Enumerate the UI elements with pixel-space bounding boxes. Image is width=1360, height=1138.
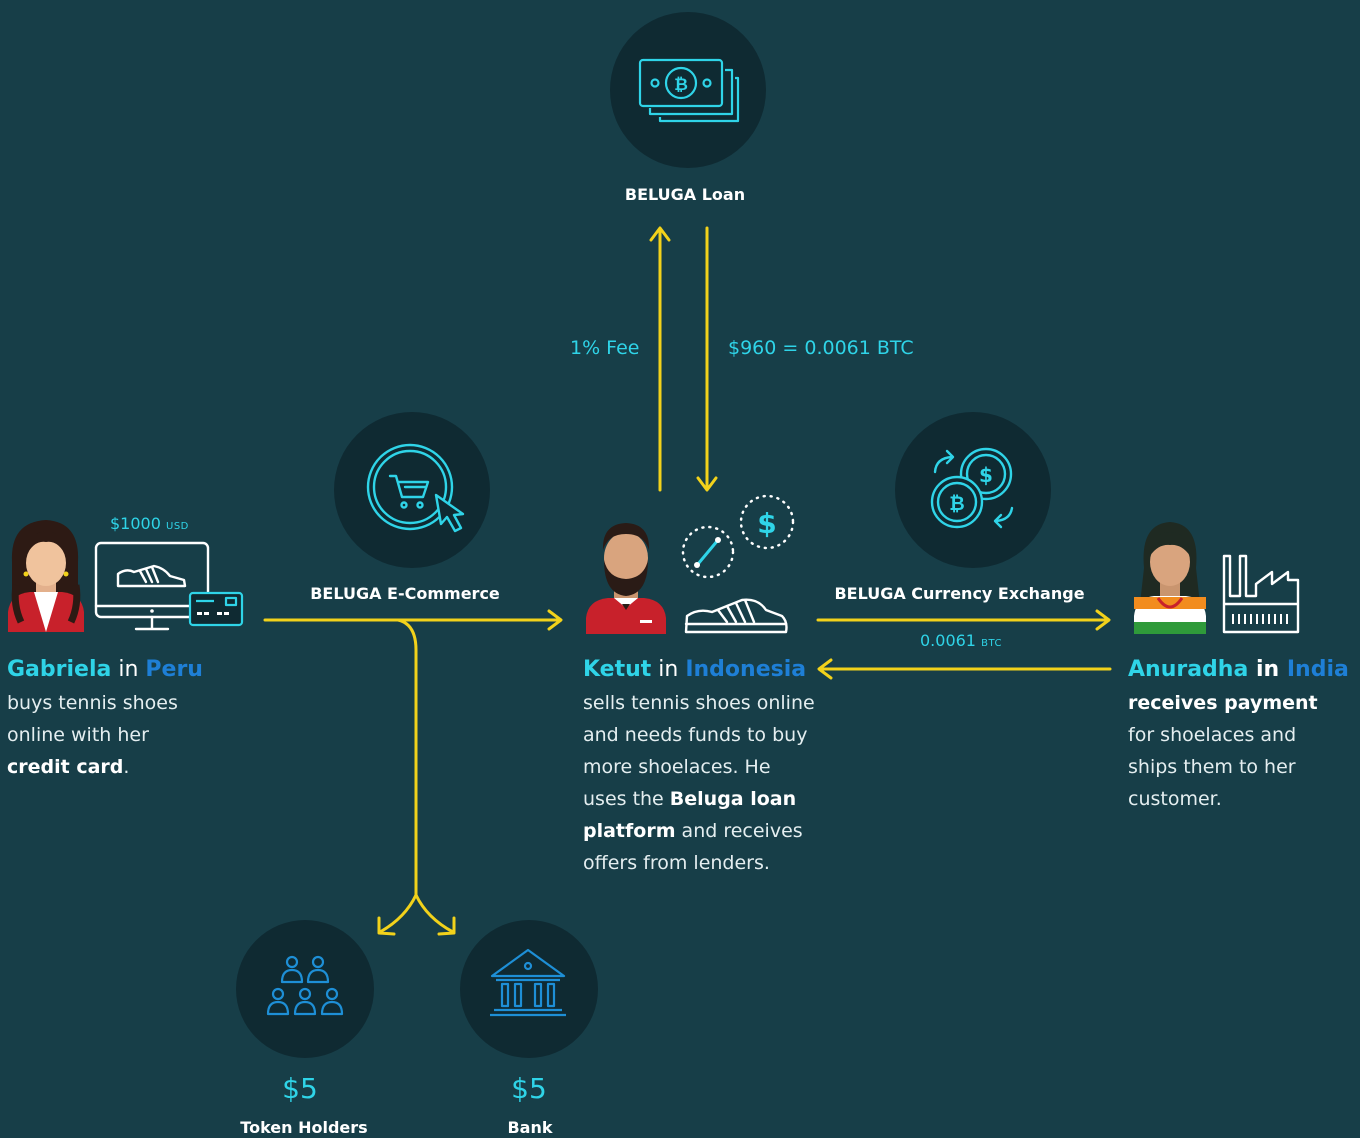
anuradha-name: Anuradha in India xyxy=(1128,657,1349,682)
arrow-token-holders-head xyxy=(377,916,396,936)
ketut-name: Ketut in Indonesia xyxy=(583,657,807,682)
svg-text:₿: ₿ xyxy=(674,75,688,95)
ecommerce-node xyxy=(334,412,490,568)
token-holders-label: Token Holders xyxy=(240,1118,368,1137)
arrow-to-bank xyxy=(414,893,455,934)
bank-amount: $5 xyxy=(511,1072,547,1105)
fee-label: 1% Fee xyxy=(570,337,640,359)
exchange-label: BELUGA Currency Exchange xyxy=(834,584,1085,603)
loan-label: BELUGA Loan xyxy=(624,185,746,204)
arrow-to-token-holders xyxy=(378,893,418,934)
svg-text:$: $ xyxy=(757,507,776,540)
gabriela-description: buys tennis shoes online with her credit… xyxy=(7,692,178,778)
loan-amount-label: $960 = 0.0061 BTC xyxy=(728,337,914,359)
arrow-gabriela-head xyxy=(547,609,563,631)
svg-text:$: $ xyxy=(979,463,993,487)
ketut-description: sells tennis shoes online and needs fund… xyxy=(583,692,815,874)
loan-node xyxy=(610,12,766,168)
gabriela-name: Gabriela in Peru xyxy=(7,657,203,682)
bank-label: Bank xyxy=(507,1118,553,1137)
arrow-fee-head xyxy=(649,226,671,242)
arrow-ketut-head xyxy=(817,658,833,680)
arrow-anuradha-head xyxy=(1095,609,1111,631)
bank-node xyxy=(460,920,598,1058)
svg-text:₿: ₿ xyxy=(949,493,964,515)
token-holders-amount: $5 xyxy=(282,1072,318,1105)
arrow-split-down xyxy=(396,618,418,897)
arrow-loan-head xyxy=(696,476,718,492)
ecommerce-label: BELUGA E-Commerce xyxy=(310,584,500,603)
payment-amount-label: $1000 USD xyxy=(110,514,189,533)
arrow-bank-head xyxy=(437,916,456,936)
btc-amount-label: 0.0061 BTC xyxy=(920,631,1002,650)
